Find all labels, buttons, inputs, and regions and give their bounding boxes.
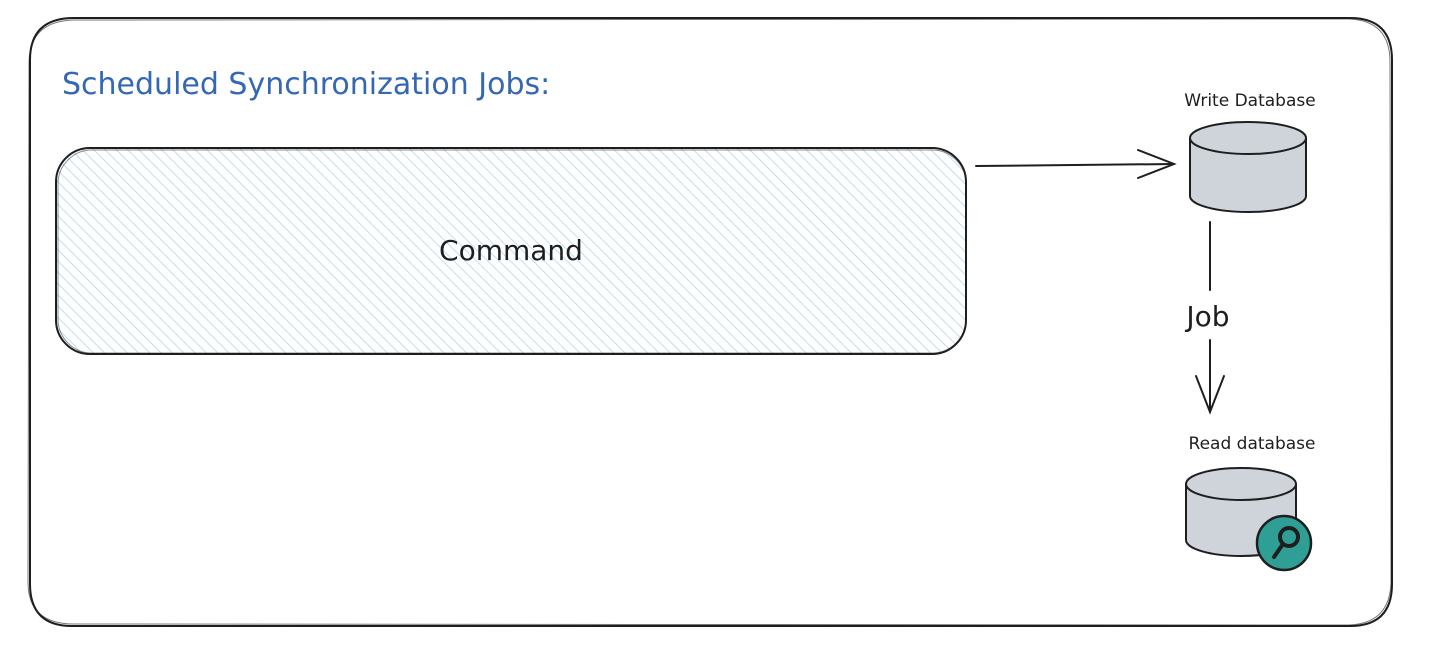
diagram-title: Scheduled Synchronization Jobs: <box>62 67 550 102</box>
command-box <box>55 147 967 355</box>
arrow-command-to-write-db <box>975 149 1177 179</box>
database-icon <box>1189 121 1307 213</box>
arrow-job <box>1195 221 1225 415</box>
command-label: Command <box>439 234 583 267</box>
outer-frame <box>27 17 1393 627</box>
search-icon <box>1255 514 1313 572</box>
job-label: Job <box>1184 300 1229 333</box>
read-db-label: Read database <box>1189 434 1316 454</box>
write-db-label: Write Database <box>1184 91 1315 111</box>
